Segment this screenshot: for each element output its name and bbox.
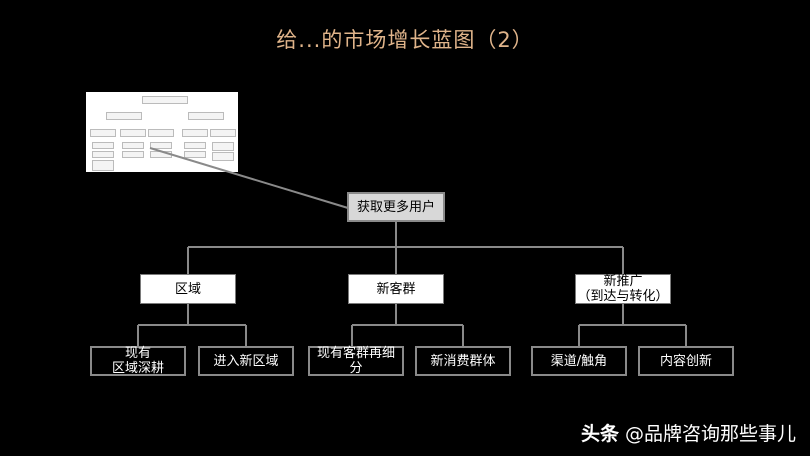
root-node: 获取更多用户 xyxy=(347,192,445,222)
node-new-consumer-group: 新消费群体 xyxy=(415,346,511,376)
node-resegment-customers: 现有客群再细 分 xyxy=(308,346,404,376)
node-new-customers: 新客群 xyxy=(348,274,444,304)
overview-thumbnail xyxy=(86,92,238,172)
node-content-innovation: 内容创新 xyxy=(638,346,734,376)
watermark-brand: 头条 xyxy=(580,423,619,445)
node-new-promotion: 新推广 （到达与转化） xyxy=(575,274,671,304)
node-region: 区域 xyxy=(140,274,236,304)
watermark-handle: @品牌咨询那些事儿 xyxy=(624,423,796,445)
node-channels: 渠道/触角 xyxy=(531,346,627,376)
node-existing-region: 现有 区域深耕 xyxy=(90,346,186,376)
page-title: 给...的市场增长蓝图（2） xyxy=(276,28,534,52)
node-enter-new-region: 进入新区域 xyxy=(198,346,294,376)
watermark: 头条@品牌咨询那些事儿 xyxy=(581,419,796,446)
